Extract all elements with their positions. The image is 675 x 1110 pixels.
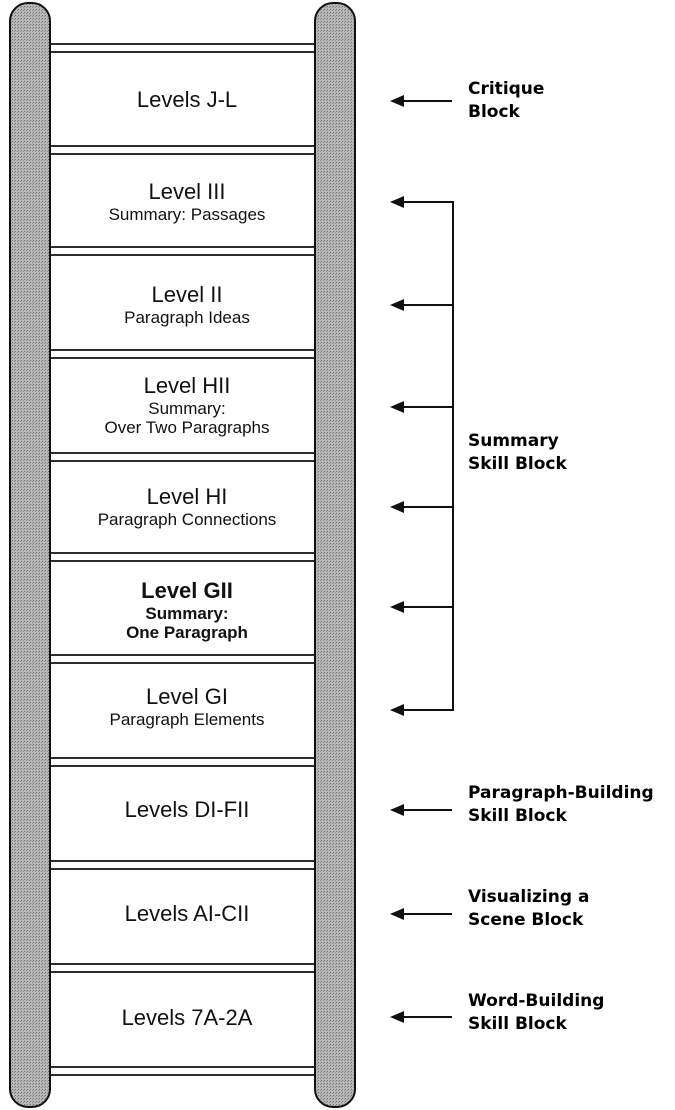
visualizing-block-label: Visualizing a Scene Block xyxy=(468,886,589,932)
critique-arrow xyxy=(390,95,452,107)
level-7: Level GI Paragraph Elements xyxy=(52,685,322,729)
level-10: Levels 7A-2A xyxy=(52,1006,322,1029)
block-arrows xyxy=(390,95,454,1023)
critique-block-line-2: Block xyxy=(468,101,520,122)
ladder-rung xyxy=(37,654,335,664)
level-7-title: Level GI xyxy=(146,684,228,709)
summary-block-line-1: Summary xyxy=(468,431,559,451)
paragraph-building-block-line-1: Paragraph-Building xyxy=(468,783,654,803)
level-5-subtitle: Paragraph Connections xyxy=(97,510,277,530)
level-4: Level HII Summary: Over Two Paragraphs xyxy=(52,374,322,437)
level-2-subtitle: Summary: Passages xyxy=(108,205,266,225)
ladder-rung xyxy=(37,246,335,256)
right-rail xyxy=(314,2,356,1108)
summary-arrow-1 xyxy=(390,196,453,208)
level-3-title: Level II xyxy=(151,282,223,307)
level-6: Level GII Summary: One Paragraph xyxy=(52,579,322,642)
level-2-title: Level III xyxy=(148,179,226,204)
level-7-subtitle: Paragraph Elements xyxy=(109,710,265,730)
paragraph-building-block-line-2: Skill Block xyxy=(468,805,567,826)
level-8: Levels DI-FII xyxy=(52,798,322,821)
summary-arrow-4 xyxy=(390,501,453,513)
summary-block-line-2: Skill Block xyxy=(468,453,567,474)
level-4-subtitle-2: Over Two Paragraphs xyxy=(104,417,270,437)
word-building-block-line-1: Word-Building xyxy=(468,991,605,1011)
summary-arrow-5 xyxy=(390,601,453,613)
ladder-rung xyxy=(37,552,335,562)
ladder-rung xyxy=(37,43,335,53)
word-building-block-line-2: Skill Block xyxy=(468,1013,567,1034)
level-9-title: Levels AI-CII xyxy=(124,901,250,926)
level-1: Levels J-L xyxy=(52,88,322,111)
visualizing-block-line-1: Visualizing a xyxy=(468,887,590,907)
left-rail xyxy=(9,2,51,1108)
visualizing-block-line-2: Scene Block xyxy=(468,909,584,930)
ladder-rung xyxy=(37,757,335,767)
level-8-title: Levels DI-FII xyxy=(124,797,250,822)
word-building-arrow xyxy=(390,1011,452,1023)
level-2: Level III Summary: Passages xyxy=(52,180,322,224)
level-3-subtitle: Paragraph Ideas xyxy=(124,308,250,328)
summary-block-label: Summary Skill Block xyxy=(468,430,567,476)
summary-arrow-3 xyxy=(390,401,453,413)
paragraph-building-block-label: Paragraph-Building Skill Block xyxy=(468,782,654,828)
ladder-rung xyxy=(37,963,335,973)
ladder-rung xyxy=(37,1066,335,1076)
critique-block-label: Critique Block xyxy=(468,78,544,124)
level-6-title: Level GII xyxy=(141,578,233,603)
level-5-title: Level HI xyxy=(146,484,228,509)
level-3: Level II Paragraph Ideas xyxy=(52,283,322,327)
level-1-title: Levels J-L xyxy=(136,87,238,112)
summary-arrow-2 xyxy=(390,299,453,311)
level-6-subtitle: Summary: xyxy=(145,604,229,624)
level-4-subtitle: Summary: xyxy=(148,399,226,419)
summary-arrow-6 xyxy=(390,704,453,716)
ladder-rung xyxy=(37,452,335,462)
level-4-title: Level HII xyxy=(143,373,231,398)
visualizing-arrow xyxy=(390,908,452,920)
level-10-title: Levels 7A-2A xyxy=(121,1005,253,1030)
ladder-rung xyxy=(37,349,335,359)
word-building-block-label: Word-Building Skill Block xyxy=(468,990,604,1036)
critique-block-line-1: Critique xyxy=(468,79,545,99)
paragraph-building-arrow xyxy=(390,804,452,816)
level-5: Level HI Paragraph Connections xyxy=(52,485,322,529)
ladder-rung xyxy=(37,860,335,870)
ladder-rung xyxy=(37,145,335,155)
level-6-subtitle-2: One Paragraph xyxy=(126,622,248,642)
level-9: Levels AI-CII xyxy=(52,902,322,925)
